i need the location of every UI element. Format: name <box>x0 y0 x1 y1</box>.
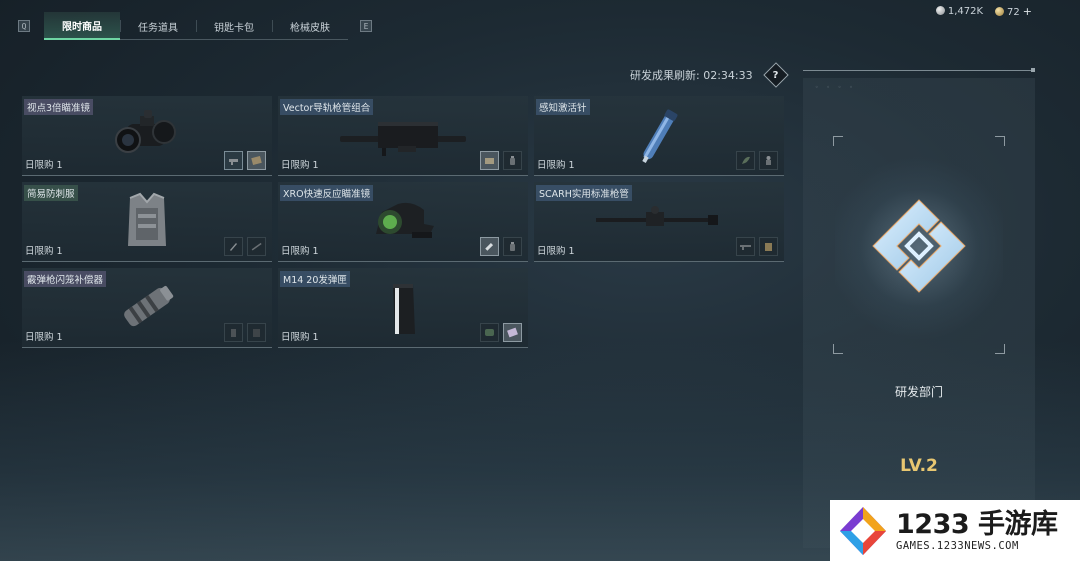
daily-limit: 日限购 1 <box>281 332 319 343</box>
item-card[interactable]: XRO快速反应瞄准镜 日限购 1 <box>278 182 528 262</box>
item-name: 简易防刺服 <box>24 185 78 201</box>
item-grid: 视点3倍瞄准镜 日限购 1 Vector导轨枪管组合 <box>22 96 784 348</box>
watermark-title: 1233 手游库 <box>896 508 1058 540</box>
department-level: LV.2 <box>900 456 938 476</box>
barrel-icon <box>338 112 468 166</box>
department-name: 研发部门 <box>894 385 943 399</box>
daily-limit: 日限购 1 <box>25 332 63 343</box>
frame-corner <box>995 136 1005 146</box>
leaf-icon[interactable] <box>736 151 755 170</box>
silver-currency: 1,472K <box>935 6 984 17</box>
frame-corner <box>833 136 843 146</box>
silver-amount: 1,472K <box>947 6 984 17</box>
box-icon[interactable] <box>480 151 499 170</box>
daily-limit: 日限购 1 <box>25 160 63 171</box>
magazine-icon <box>385 282 421 340</box>
box-icon[interactable] <box>759 237 778 256</box>
gold-amount: 72 <box>1007 7 1020 18</box>
site-watermark: 1233 手游库 GAMES.1233NEWS.COM <box>830 500 1080 561</box>
item-name: Vector导轨枪管组合 <box>280 99 374 115</box>
item-card[interactable]: 视点3倍瞄准镜 日限购 1 <box>22 96 272 176</box>
item-card[interactable]: Vector导轨枪管组合 日限购 1 <box>278 96 528 176</box>
key-hint-left[interactable]: Q <box>18 20 30 32</box>
longBarrel-icon <box>596 204 722 244</box>
cup-icon[interactable] <box>224 323 243 342</box>
cost-slots <box>480 323 522 342</box>
tab-limited-items[interactable]: 限时商品 <box>44 12 120 40</box>
pouch-icon[interactable] <box>480 323 499 342</box>
figure-icon[interactable] <box>759 151 778 170</box>
cost-slots <box>480 151 522 170</box>
daily-limit: 日限购 1 <box>537 246 575 257</box>
daily-limit: 日限购 1 <box>281 160 319 171</box>
cost-slots <box>224 323 266 342</box>
department-emblem-icon <box>872 199 966 293</box>
panel-dots: ◦ ◦ ◦ ◦ <box>815 84 856 91</box>
refresh-label: 研发成果刷新: 02:34:33 <box>630 69 753 82</box>
question-icon: ? <box>772 69 779 81</box>
key-hint-right[interactable]: E <box>360 20 372 32</box>
add-currency-button[interactable]: + <box>1022 5 1032 18</box>
item-name: SCARH实用标准枪管 <box>536 185 632 201</box>
cost-slots <box>224 151 266 170</box>
rod-icon[interactable] <box>247 237 266 256</box>
cost-slots <box>480 237 522 256</box>
silver-coin-icon <box>935 6 945 15</box>
tab-weapon-skins[interactable]: 枪械皮肤 <box>272 12 348 40</box>
syringe-icon <box>629 106 689 170</box>
department-panel: ◦ ◦ ◦ ◦ 研发部门 LV.2 <box>803 78 1035 548</box>
category-tabs: 限时商品 任务道具 钥匙卡包 枪械皮肤 <box>44 12 348 40</box>
daily-limit: 日限购 1 <box>25 246 63 257</box>
cost-slots <box>736 151 778 170</box>
top-tab-bar: Q 限时商品 任务道具 钥匙卡包 枪械皮肤 E <box>18 12 372 40</box>
gold-coin-icon <box>995 7 1005 16</box>
cost-slots <box>736 237 778 256</box>
vest-icon <box>122 192 172 254</box>
bottle-icon[interactable] <box>503 237 522 256</box>
panel-divider <box>803 68 1035 72</box>
flashlight-icon[interactable] <box>480 237 499 256</box>
item-name: 视点3倍瞄准镜 <box>24 99 94 115</box>
redDot-icon <box>368 196 438 250</box>
item-card[interactable]: 霰弹枪闪笼补偿器 日限购 1 <box>22 268 272 348</box>
watermark-logo <box>840 506 886 555</box>
item-card[interactable]: 感知激活针 日限购 1 <box>534 96 784 176</box>
cost-slots <box>224 237 266 256</box>
daily-limit: 日限购 1 <box>537 160 575 171</box>
currency-bar: 1,472K 72+ <box>935 5 1032 18</box>
daily-limit: 日限购 1 <box>281 246 319 257</box>
tab-task-items[interactable]: 任务道具 <box>120 12 196 40</box>
tab-key-cards[interactable]: 钥匙卡包 <box>196 12 272 40</box>
frame-corner <box>833 344 843 354</box>
emblem-glow <box>835 148 1003 348</box>
watermark-url: GAMES.1233NEWS.COM <box>896 539 1019 552</box>
item-name: M14 20发弹匣 <box>280 271 350 287</box>
refresh-timer: 研发成果刷新: 02:34:33 ? <box>630 62 789 88</box>
cardPurple-icon[interactable] <box>503 323 522 342</box>
gun-part-icon[interactable] <box>224 151 243 170</box>
refresh-time: 02:34:33 <box>703 69 753 82</box>
item-card[interactable]: SCARH实用标准枪管 日限购 1 <box>534 182 784 262</box>
knife-icon[interactable] <box>224 237 243 256</box>
bag-icon[interactable] <box>247 323 266 342</box>
muzzle-icon <box>117 278 177 340</box>
bottle-icon[interactable] <box>503 151 522 170</box>
scope-icon <box>112 106 182 166</box>
gold-currency: 72+ <box>995 5 1032 18</box>
frame-corner <box>995 344 1005 354</box>
item-name: 感知激活针 <box>536 99 590 115</box>
item-card[interactable]: 简易防刺服 日限购 1 <box>22 182 272 262</box>
item-card[interactable]: M14 20发弹匣 日限购 1 <box>278 268 528 348</box>
item-name: 霰弹枪闪笼补偿器 <box>24 271 107 287</box>
item-name: XRO快速反应瞄准镜 <box>280 185 374 201</box>
rifle-icon[interactable] <box>736 237 755 256</box>
help-button[interactable]: ? <box>762 62 789 88</box>
card-icon[interactable] <box>247 151 266 170</box>
